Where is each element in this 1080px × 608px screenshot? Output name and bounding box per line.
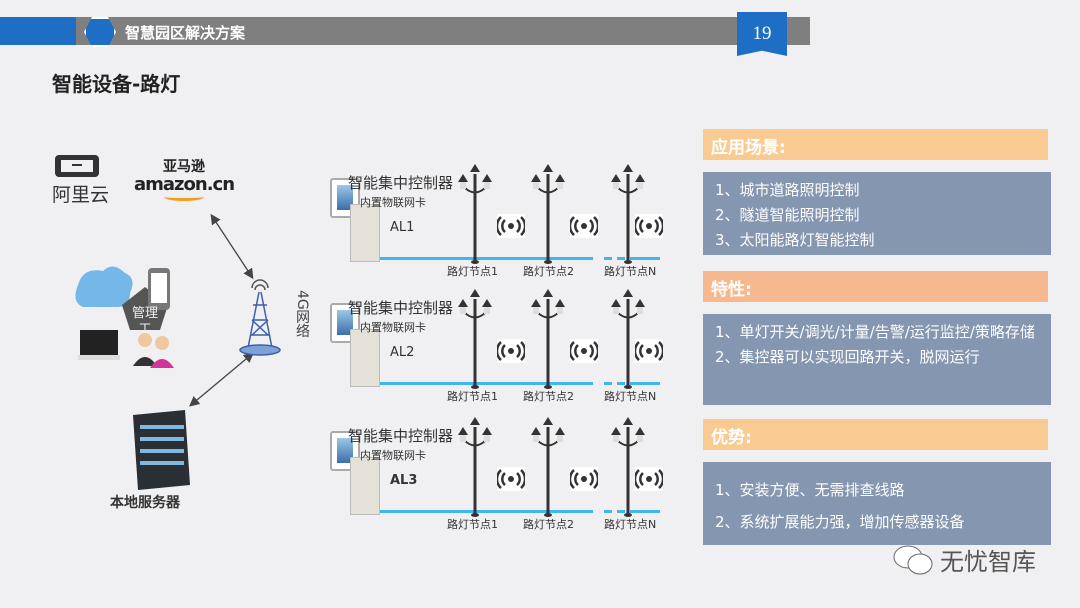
controller-cabinet xyxy=(350,457,380,515)
loop-line-dash xyxy=(604,382,612,385)
wireless-signal-icon xyxy=(633,467,665,495)
wireless-signal-icon xyxy=(568,339,600,367)
street-lamp-icon xyxy=(455,164,495,268)
street-lamp-icon xyxy=(528,289,568,393)
lamp-node-label: 路灯节点N xyxy=(604,390,657,403)
section-header: 特性: xyxy=(703,271,1048,302)
management-label: 管理工 xyxy=(131,306,158,337)
controller-title: 智能集中控制器 xyxy=(348,299,454,317)
section-item: 2、隧道智能照明控制 xyxy=(715,206,860,224)
lamp-node-label: 路灯节点1 xyxy=(447,390,498,403)
wireless-signal-icon xyxy=(495,214,527,242)
monitor-icon xyxy=(80,330,118,355)
cloud-tower-arrow xyxy=(210,213,254,280)
loop-line xyxy=(380,510,593,513)
section-item: 1、单灯开关/调光/计量/告警/运行监控/策略存储 xyxy=(715,323,1035,341)
wireless-signal-icon xyxy=(633,214,665,242)
loop-line-dash xyxy=(617,510,625,513)
aliyun-icon xyxy=(55,155,99,177)
section-body: 1、城市道路照明控制 2、隧道智能照明控制 3、太阳能路灯智能控制 xyxy=(703,172,1051,255)
controller-title: 智能集中控制器 xyxy=(348,174,454,192)
street-lamp-icon xyxy=(455,289,495,393)
network-label: 4G网络 xyxy=(294,290,310,338)
header-accent-bar xyxy=(0,17,76,45)
section-item: 1、城市道路照明控制 xyxy=(715,181,860,199)
loop-label: AL3 xyxy=(390,473,418,488)
connection-arrows xyxy=(75,213,281,490)
cloud-icon xyxy=(75,266,133,308)
tower-icon xyxy=(239,279,281,356)
section-item: 2、集控器可以实现回路开关，脱网运行 xyxy=(715,348,980,366)
loop-line-dash xyxy=(630,382,660,385)
watermark-text: 无忧智库 xyxy=(940,548,1036,576)
wireless-signal-icon xyxy=(633,339,665,367)
lamp-node-label: 路灯节点1 xyxy=(447,518,498,531)
controller-device-card xyxy=(330,303,360,343)
amazon-cn-label: 亚马逊 xyxy=(163,159,206,175)
page-title: 智能设备-路灯 xyxy=(52,72,181,96)
aliyun-logo: 阿里云 xyxy=(52,155,109,207)
management-cluster xyxy=(75,266,174,368)
wechat-icon xyxy=(893,545,933,574)
controller-cabinet xyxy=(350,329,380,387)
section-item: 2、系统扩展能力强，增加传感器设备 xyxy=(715,513,965,531)
loop-line-dash xyxy=(630,257,660,260)
lamp-node-label: 路灯节点2 xyxy=(523,518,574,531)
controller-subtitle: 内置物联网卡 xyxy=(360,196,426,209)
lamp-node-label: 路灯节点1 xyxy=(447,265,498,278)
watermark: 无忧智库 xyxy=(892,542,1036,577)
street-lamp-icon xyxy=(455,417,495,521)
section-item: 1、安装方便、无需排查线路 xyxy=(715,481,905,499)
page-number: 19 xyxy=(737,12,787,56)
wireless-signal-icon xyxy=(495,339,527,367)
loop-line-dash xyxy=(617,257,625,260)
loop-line xyxy=(380,257,593,260)
lamp-node-label: 路灯节点2 xyxy=(523,390,574,403)
loop-line-dash xyxy=(617,382,625,385)
aliyun-label: 阿里云 xyxy=(52,184,110,206)
section-header: 应用场景: xyxy=(703,129,1048,160)
lamp-node-label: 路灯节点N xyxy=(604,265,657,278)
street-lamp-icon xyxy=(528,164,568,268)
street-lamp-icon xyxy=(608,164,648,268)
server-label: 本地服务器 xyxy=(110,495,180,511)
wireless-signal-icon xyxy=(568,467,600,495)
street-lamp-icon xyxy=(608,417,648,521)
section-header: 优势: xyxy=(703,419,1048,450)
section-title: 智慧园区解决方案 xyxy=(125,24,246,42)
loop-line-dash xyxy=(604,510,612,513)
loop-line-dash xyxy=(604,257,612,260)
section-body: 1、单灯开关/调光/计量/告警/运行监控/策略存储 2、集控器可以实现回路开关，脱… xyxy=(703,314,1051,405)
amazon-label: amazon.cn xyxy=(134,174,235,195)
section-item: 3、太阳能路灯智能控制 xyxy=(715,231,875,249)
loop-line xyxy=(380,382,593,385)
lamp-node-label: 路灯节点N xyxy=(604,518,657,531)
loop-line-dash xyxy=(630,510,660,513)
section-body: 1、安装方便、无需排查线路 2、系统扩展能力强，增加传感器设备 xyxy=(703,462,1051,545)
hexagon-icon xyxy=(84,17,116,47)
header-bar xyxy=(76,17,810,45)
server-tower-arrow xyxy=(189,352,254,407)
users-icon xyxy=(138,333,152,347)
loop-label: AL1 xyxy=(390,220,415,235)
controller-cabinet xyxy=(350,204,380,262)
controller-title: 智能集中控制器 xyxy=(348,427,454,445)
lamp-node-label: 路灯节点2 xyxy=(523,265,574,278)
controller-subtitle: 内置物联网卡 xyxy=(360,321,426,334)
amazon-logo: 亚马逊 amazon.cn xyxy=(134,159,235,201)
amazon-smile-icon xyxy=(164,193,205,201)
street-lamp-icon xyxy=(528,417,568,521)
street-lamp-icon xyxy=(608,289,648,393)
wireless-signal-icon xyxy=(568,214,600,242)
server-icon xyxy=(133,410,190,490)
loop-label: AL2 xyxy=(390,345,415,360)
wireless-signal-icon xyxy=(495,467,527,495)
controller-subtitle: 内置物联网卡 xyxy=(360,449,426,462)
